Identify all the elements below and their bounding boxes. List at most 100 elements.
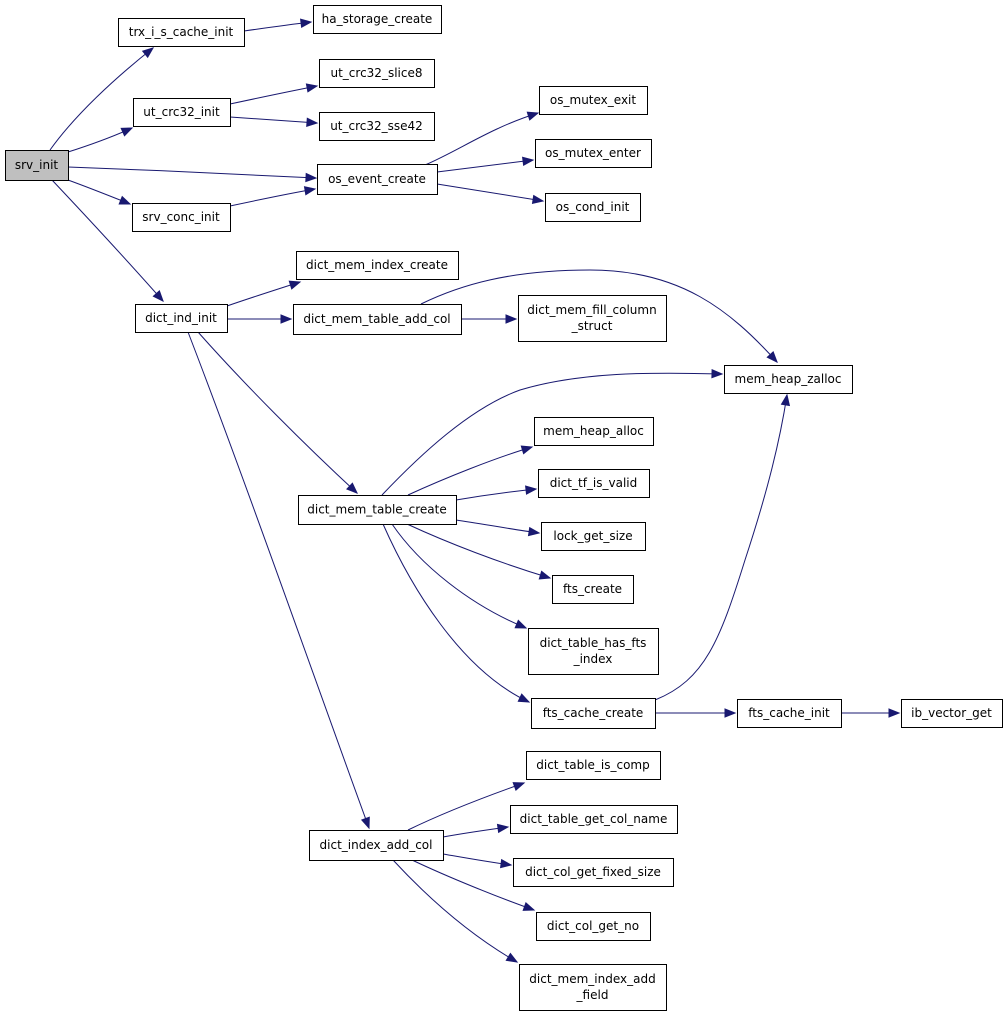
node-mem_heap_alloc[interactable]: mem_heap_alloc bbox=[534, 417, 654, 446]
edge-arrowhead bbox=[280, 314, 293, 324]
edge-line bbox=[229, 188, 316, 207]
node-dict_table_is_comp[interactable]: dict_table_is_comp bbox=[526, 751, 661, 780]
node-srv_init[interactable]: srv_init bbox=[5, 150, 69, 181]
node-ut_crc32_sse42[interactable]: ut_crc32_sse42 bbox=[319, 112, 435, 141]
node-label: dict_table_has_fts bbox=[540, 636, 647, 650]
node-label: dict_table_is_comp bbox=[536, 758, 649, 772]
edge-arrowhead bbox=[512, 782, 526, 791]
edge-srv_init-to-trx_i_s_cache_init bbox=[49, 47, 155, 151]
edge-dict_ind_init-to-dict_mem_index_create bbox=[226, 280, 302, 307]
node-dict_index_add_col[interactable]: dict_index_add_col bbox=[309, 830, 444, 861]
edge-arrowhead bbox=[346, 482, 358, 494]
edge-arrowhead bbox=[780, 393, 791, 407]
node-label: _index bbox=[573, 652, 613, 666]
node-dict_mem_index_add_field[interactable]: dict_mem_index_add_field bbox=[519, 964, 667, 1011]
node-os_cond_init[interactable]: os_cond_init bbox=[545, 193, 641, 222]
edge-arrowhead bbox=[526, 111, 540, 121]
nodes-layer: srv_init trx_i_s_cache_init ha_storage_cre… bbox=[5, 5, 1003, 1011]
node-box bbox=[296, 251, 459, 280]
edge-arrowhead bbox=[118, 195, 132, 205]
edge-arrowhead bbox=[305, 83, 319, 93]
node-dict_tf_is_valid[interactable]: dict_tf_is_valid bbox=[538, 469, 650, 498]
edge-dict_mem_table_add_col-to-dict_mem_fill_column_struct bbox=[460, 314, 518, 324]
edge-os_event_create-to-os_cond_init bbox=[436, 183, 545, 205]
edge-arrowhead bbox=[496, 823, 510, 834]
node-os_mutex_enter[interactable]: os_mutex_enter bbox=[535, 139, 652, 168]
edge-dict_ind_init-to-dict_index_add_col bbox=[187, 331, 370, 830]
edge-line bbox=[654, 394, 788, 701]
node-label: dict_ind_init bbox=[145, 311, 217, 325]
node-mem_heap_zalloc[interactable]: mem_heap_zalloc bbox=[724, 365, 853, 394]
node-ut_crc32_slice8[interactable]: ut_crc32_slice8 bbox=[319, 59, 435, 88]
node-box bbox=[513, 858, 674, 887]
node-label: _struct bbox=[571, 319, 613, 333]
node-dict_table_has_fts_index[interactable]: dict_table_has_fts _index bbox=[528, 628, 659, 675]
node-box bbox=[526, 751, 661, 780]
node-label: os_mutex_exit bbox=[550, 93, 636, 107]
node-fts_cache_init[interactable]: fts_cache_init bbox=[737, 699, 842, 728]
node-dict_mem_fill_column_struct[interactable]: dict_mem_fill_column_struct bbox=[518, 295, 667, 342]
edge-arrowhead bbox=[141, 47, 155, 59]
node-fts_create[interactable]: fts_create bbox=[552, 575, 634, 604]
edge-srv_init-to-dict_ind_init bbox=[51, 179, 164, 303]
node-dict_mem_index_create[interactable]: dict_mem_index_create bbox=[296, 251, 459, 280]
node-label: trx_i_s_cache_init bbox=[129, 25, 234, 39]
edge-arrowhead bbox=[288, 280, 302, 290]
node-box bbox=[319, 59, 435, 88]
edge-dict_mem_table_create-to-dict_table_has_fts_index bbox=[391, 523, 528, 629]
edge-arrowhead bbox=[514, 619, 528, 629]
node-label: ha_storage_create bbox=[322, 12, 433, 26]
node-box bbox=[135, 304, 228, 333]
node-label: mem_heap_zalloc bbox=[735, 372, 842, 386]
edge-line bbox=[67, 166, 317, 179]
node-box bbox=[313, 5, 442, 34]
edge-trx_i_s_cache_init-to-ha_storage_create bbox=[243, 18, 313, 32]
node-ut_crc32_init[interactable]: ut_crc32_init bbox=[133, 98, 231, 127]
node-srv_conc_init[interactable]: srv_conc_init bbox=[132, 203, 231, 232]
edge-dict_index_add_col-to-dict_col_get_fixed_size bbox=[442, 853, 513, 869]
edge-line bbox=[229, 85, 318, 105]
node-box bbox=[534, 417, 654, 446]
node-box bbox=[901, 699, 1003, 728]
edge-line bbox=[455, 488, 537, 501]
node-fts_cache_create[interactable]: fts_cache_create bbox=[531, 698, 656, 729]
node-dict_ind_init[interactable]: dict_ind_init bbox=[135, 304, 228, 333]
node-box bbox=[518, 295, 667, 342]
node-box bbox=[293, 304, 462, 335]
node-dict_mem_table_create[interactable]: dict_mem_table_create bbox=[298, 495, 457, 525]
node-box bbox=[319, 112, 435, 141]
edge-arrowhead bbox=[505, 314, 518, 324]
node-box bbox=[552, 575, 634, 604]
node-label: ut_crc32_sse42 bbox=[330, 119, 423, 133]
edge-line bbox=[197, 331, 358, 494]
edge-line bbox=[420, 269, 778, 363]
edge-line bbox=[382, 523, 530, 703]
node-label: dict_tf_is_valid bbox=[550, 476, 638, 490]
node-trx_i_s_cache_init[interactable]: trx_i_s_cache_init bbox=[118, 18, 245, 47]
edges-layer bbox=[49, 18, 901, 963]
node-box bbox=[536, 912, 651, 941]
node-os_event_create[interactable]: os_event_create bbox=[317, 164, 438, 195]
edge-line bbox=[455, 519, 540, 534]
node-os_mutex_exit[interactable]: os_mutex_exit bbox=[539, 86, 648, 115]
edge-fts_cache_create-to-mem_heap_zalloc bbox=[654, 393, 791, 701]
node-box bbox=[298, 495, 457, 525]
node-dict_col_get_fixed_size[interactable]: dict_col_get_fixed_size bbox=[513, 858, 674, 887]
edge-line bbox=[424, 112, 539, 166]
node-ib_vector_get[interactable]: ib_vector_get bbox=[901, 699, 1003, 728]
node-ha_storage_create[interactable]: ha_storage_create bbox=[313, 5, 442, 34]
node-label: os_mutex_enter bbox=[545, 146, 641, 160]
edge-arrowhead bbox=[525, 485, 538, 495]
node-lock_get_size[interactable]: lock_get_size bbox=[541, 522, 646, 551]
edge-srv_init-to-ut_crc32_init bbox=[67, 127, 134, 153]
node-label: ut_crc32_slice8 bbox=[331, 66, 423, 80]
edge-arrowhead bbox=[522, 902, 536, 911]
node-dict_table_get_col_name[interactable]: dict_table_get_col_name bbox=[510, 805, 678, 834]
edge-arrowhead bbox=[500, 858, 513, 869]
node-dict_mem_table_add_col[interactable]: dict_mem_table_add_col bbox=[293, 304, 462, 335]
node-box bbox=[317, 164, 438, 195]
node-label: ib_vector_get bbox=[911, 706, 992, 720]
edge-arrowhead bbox=[520, 445, 534, 455]
edge-arrowhead bbox=[360, 816, 370, 830]
node-dict_col_get_no[interactable]: dict_col_get_no bbox=[536, 912, 651, 941]
